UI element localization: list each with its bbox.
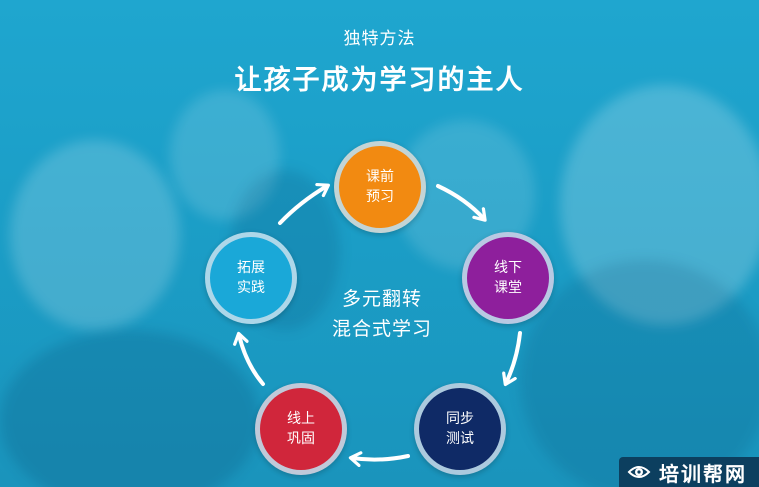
node-test: 同步 测试 (414, 383, 506, 475)
node-offline-line2: 课堂 (494, 280, 522, 296)
bg-person-right (560, 85, 759, 325)
node-test-line1: 同步 (446, 411, 474, 427)
watermark-badge: 培训帮网 (619, 457, 759, 487)
node-practice-line1: 拓展 (237, 260, 265, 276)
node-practice: 拓展 实践 (205, 232, 297, 324)
section-title: 让孩子成为学习的主人 (234, 65, 525, 96)
node-offline: 线下 课堂 (462, 232, 554, 324)
node-preview-line1: 课前 (366, 169, 394, 185)
bg-shadow-bottom-right (520, 260, 759, 487)
bg-person-left (10, 140, 180, 330)
cycle-center-label: 多元翻转 混合式学习 (322, 284, 442, 344)
center-label-line1: 多元翻转 (341, 288, 422, 310)
bg-person-woman (170, 90, 280, 220)
arrow-test-to-online (348, 451, 410, 468)
arrow-preview-to-offline (436, 184, 487, 222)
arrow-online-to-practice (233, 331, 265, 386)
bg-shadow-bottom-left (0, 330, 260, 487)
arrow-offline-to-test (502, 331, 522, 387)
section-subtitle: 独特方法 (343, 29, 416, 49)
center-label-line2: 混合式学习 (331, 318, 432, 340)
node-practice-line2: 实践 (237, 280, 265, 296)
watermark-text: 培训帮网 (659, 461, 747, 486)
node-online: 线上 巩固 (255, 383, 347, 475)
node-preview-line2: 预习 (366, 189, 394, 205)
eye-logo-icon (627, 466, 651, 478)
node-online-line2: 巩固 (287, 431, 315, 447)
node-online-line1: 线上 (287, 411, 315, 427)
node-test-line2: 测试 (446, 431, 474, 447)
arrow-practice-to-preview (278, 182, 330, 225)
node-offline-line1: 线下 (494, 260, 522, 276)
node-preview: 课前 预习 (334, 141, 426, 233)
